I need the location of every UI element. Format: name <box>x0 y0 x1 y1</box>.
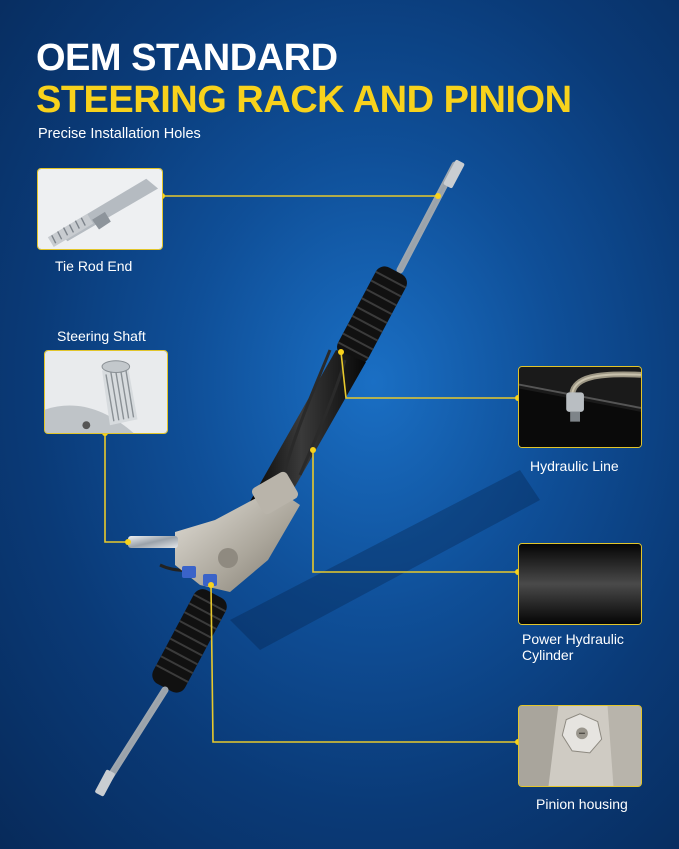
valve-housing <box>175 488 300 592</box>
label-steering-shaft: Steering Shaft <box>57 328 146 344</box>
headline-steering-rack: STEERING RACK AND PINION <box>36 79 572 121</box>
rack-shadow <box>230 470 540 650</box>
inset-hydraulic-line <box>518 366 642 448</box>
leader-power-cylinder <box>312 450 518 573</box>
leader-steering-shaft <box>104 433 128 543</box>
leader-pinion-housing <box>210 584 518 743</box>
label-pinion-housing: Pinion housing <box>536 796 628 812</box>
top-boot <box>337 266 407 364</box>
label-tie-rod-end: Tie Rod End <box>55 258 133 274</box>
bottom-boot <box>152 589 227 693</box>
inset-tie-rod-end <box>37 168 163 250</box>
inset-steering-shaft <box>44 350 168 434</box>
inset-power-hydraulic-cylinder <box>518 543 642 625</box>
label-power-hydraulic-cylinder-line1: Power Hydraulic <box>522 631 624 647</box>
inset-pinion-housing <box>518 705 642 787</box>
input-shaft <box>128 536 178 548</box>
label-hydraulic-line: Hydraulic Line <box>530 458 619 474</box>
bottom-tie-rod <box>104 686 169 784</box>
subtitle-installation-holes: Precise Installation Holes <box>38 126 201 142</box>
headline-oem-standard: OEM STANDARD <box>36 37 338 79</box>
leader-hydraulic-line <box>340 351 518 399</box>
label-power-hydraulic-cylinder-line2: Cylinder <box>522 647 574 663</box>
